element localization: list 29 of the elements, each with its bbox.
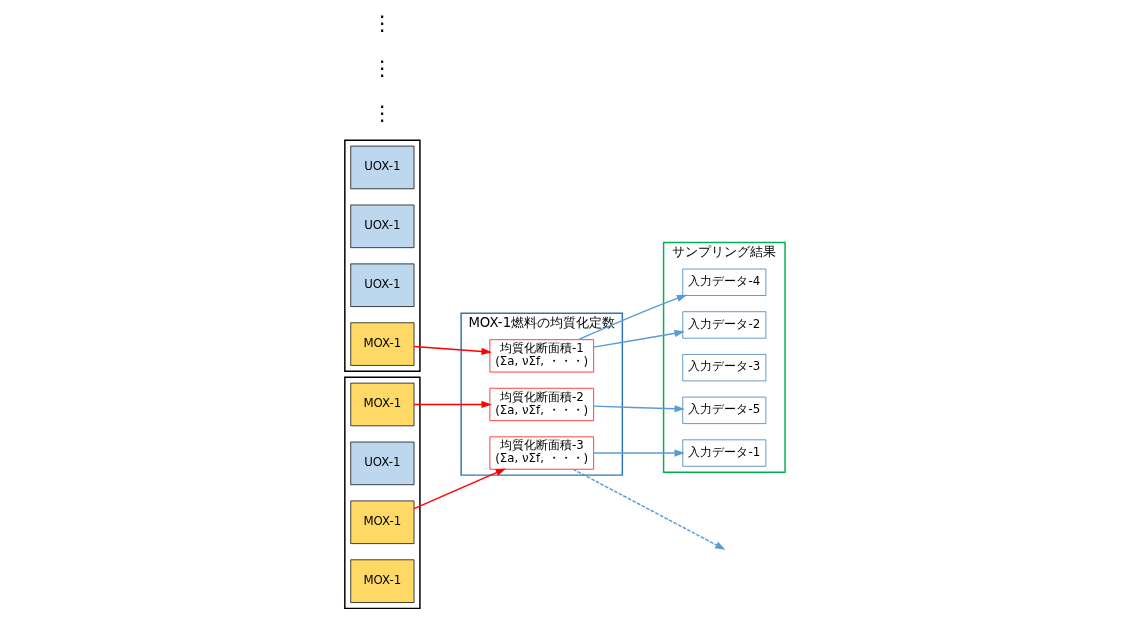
node-box: 入力データ-3 (681, 354, 766, 382)
node-box: UOX-1 (349, 263, 414, 307)
node-box: UOX-1 (349, 145, 414, 190)
cluster (343, 376, 421, 610)
node-box: UOX-1 (349, 204, 414, 249)
node-box: 入力データ-5 (681, 396, 766, 424)
arrow (412, 468, 506, 510)
label: ⋮ (371, 56, 393, 81)
node-box: MOX-1 (349, 559, 414, 603)
arrow (412, 345, 492, 356)
node-box: 入力データ-1 (681, 439, 766, 467)
arrow (571, 468, 725, 550)
node-box: MOX-1 (349, 322, 414, 366)
arrow (592, 405, 685, 413)
node-box: MOX-1 (349, 382, 414, 427)
cluster (343, 139, 421, 373)
node-box: 入力データ-4 (681, 268, 766, 296)
node-box: 入力データ-2 (681, 311, 766, 339)
node-box: 均質化断面積-2 (Σa, νΣf, ・・・) (489, 387, 594, 422)
node-box: UOX-1 (349, 441, 414, 486)
node-box: 均質化断面積-1 (Σa, νΣf, ・・・) (489, 339, 594, 373)
node-box: MOX-1 (349, 500, 414, 544)
arrow (592, 449, 685, 457)
node-box: 均質化断面積-3 (Σa, νΣf, ・・・) (489, 436, 594, 470)
arrow (592, 329, 685, 348)
label: ⋮ (371, 101, 393, 126)
arrow (412, 400, 492, 409)
arrow (577, 294, 687, 341)
label: ⋮ (371, 11, 393, 36)
